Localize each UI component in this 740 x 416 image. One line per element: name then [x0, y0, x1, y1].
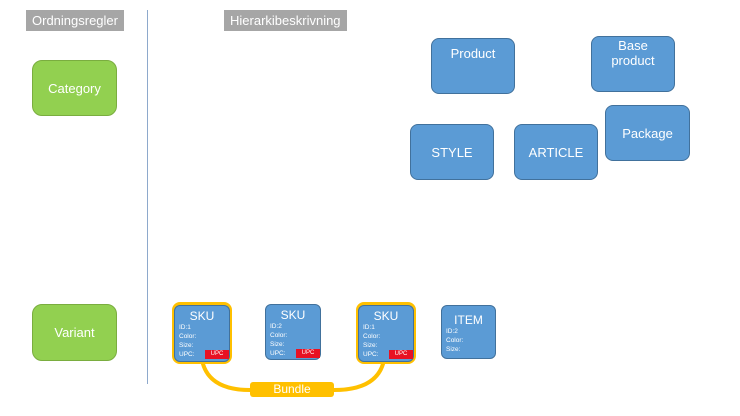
category-label: Category	[48, 80, 101, 96]
sku-3-color: Color:	[363, 333, 381, 340]
item-title: ITEM	[454, 313, 483, 327]
bundle-label: Bundle	[250, 382, 334, 397]
article-box: ARTICLE	[514, 124, 598, 180]
sku-2-upc-row: UPC: UPC	[270, 349, 320, 358]
category-box: Category	[32, 60, 117, 116]
item-color: Color:	[446, 337, 464, 344]
sku-2-title: SKU	[280, 308, 306, 322]
sku-1-size: Size:	[179, 342, 194, 349]
item-id: ID:2	[446, 328, 458, 335]
sku-1-upc: UPC:	[179, 351, 195, 358]
sku-1-title: SKU	[189, 309, 215, 323]
product-label: Product	[450, 46, 496, 61]
sku-3-upc-tag: UPC	[389, 350, 413, 359]
sku-1-card: SKU ID:1 Color: Size: UPC: UPC	[174, 305, 230, 362]
sku-2-upc-tag: UPC	[296, 349, 320, 358]
sku-1-upc-row: UPC: UPC	[179, 350, 229, 359]
sku-1-color: Color:	[179, 333, 197, 340]
item-card: ITEM ID:2 Color: Size:	[441, 305, 496, 359]
sku-2-id: ID:2	[270, 323, 282, 330]
sku-3-highlight: SKU ID:1 Color: Size: UPC: UPC	[356, 302, 416, 364]
sku-1-highlight: SKU ID:1 Color: Size: UPC: UPC	[172, 302, 232, 364]
sku-3-card: SKU ID:1 Color: Size: UPC: UPC	[358, 305, 414, 362]
sku-3-upc-row: UPC: UPC	[363, 350, 413, 359]
variant-label: Variant	[54, 325, 95, 340]
base-product-label: Base product	[611, 38, 655, 68]
sku-2-upc: UPC:	[270, 350, 286, 357]
style-box: STYLE	[410, 124, 494, 180]
product-box: Product	[431, 38, 515, 94]
style-label: STYLE	[431, 144, 473, 160]
sku-2-card: SKU ID:2 Color: Size: UPC: UPC	[265, 304, 321, 360]
sku-3-title: SKU	[373, 309, 399, 323]
base-product-box: Base product	[591, 36, 675, 92]
sku-3-size: Size:	[363, 342, 378, 349]
article-label: ARTICLE	[528, 144, 584, 160]
bundle-connector-line	[200, 359, 386, 392]
sku-3-id: ID:1	[363, 324, 375, 331]
header-ordningsregler: Ordningsregler	[26, 10, 124, 31]
header-hierarkibeskrivning: Hierarkibeskrivning	[224, 10, 347, 31]
package-box: Package	[605, 105, 690, 161]
sku-2-size: Size:	[270, 341, 285, 348]
sku-1-upc-tag: UPC	[205, 350, 229, 359]
sku-2-color: Color:	[270, 332, 288, 339]
sku-3-upc: UPC:	[363, 351, 379, 358]
variant-box: Variant	[32, 304, 117, 361]
sku-1-id: ID:1	[179, 324, 191, 331]
package-label: Package	[622, 125, 673, 141]
column-divider	[147, 10, 148, 384]
item-size: Size:	[446, 346, 461, 353]
